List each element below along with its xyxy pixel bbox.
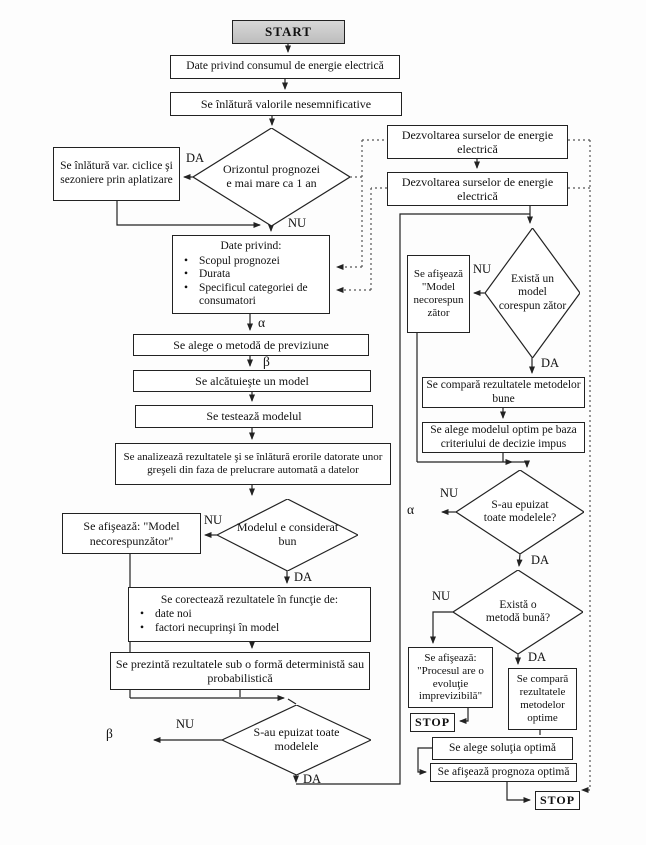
node-date-consum: Date privind consumul de energie electri… [170, 55, 400, 79]
decision-epuizat-right: S-au epuizat toate modelele? [456, 470, 584, 554]
node-dezvoltare-2: Dezvoltarea surselor de energie electric… [387, 172, 568, 206]
node-date-privind-title: Date privind: [220, 240, 282, 253]
label-da-epuizat-right: DA [531, 553, 550, 567]
label-beta-out: β [106, 726, 113, 741]
node-alege-optim: Se alege modelul optim pe baza criteriul… [422, 422, 585, 453]
node-alege-metoda: Se alege o metodă de previziune [133, 334, 369, 356]
label-nu-model-bun: NU [204, 513, 223, 527]
bullet-icon: • [184, 254, 189, 267]
decision-orizont: Orizontul prognozei e mai mare ca 1 an [193, 128, 350, 226]
node-compara-bune: Se compară rezultatele metodelor bune [422, 377, 585, 408]
bullet-icon: • [140, 608, 145, 621]
node-afiseaza-prognoza: Se afişează prognoza optimă [430, 763, 577, 782]
node-analizeaza: Se analizează rezultatele şi se înlătură… [115, 443, 391, 485]
node-dezvoltare-1: Dezvoltarea surselor de energie electric… [387, 125, 568, 159]
label-nu-epuizat-right: NU [440, 486, 459, 500]
label-nu-exista-model: NU [473, 262, 492, 276]
decision-exista-metoda: Există o metodă bună? [453, 570, 583, 654]
node-corecteaza-title: Se corectează rezultatele în funcţie de: [160, 593, 339, 606]
bullet-icon: • [140, 621, 145, 634]
label-nu-orizont: NU [288, 216, 307, 230]
node-proces-imprevizibil: Se afişează: "Procesul are o evoluţie im… [408, 647, 493, 708]
label-da-orizont: DA [186, 151, 205, 165]
label-da-exista-metoda: DA [528, 650, 547, 664]
bullet-icon: • [184, 281, 189, 294]
node-alege-solutia: Se alege soluţia optimă [432, 737, 573, 760]
node-stop-2: STOP [535, 791, 580, 810]
node-alcatuieste-model: Se alcătuieşte un model [133, 370, 371, 392]
label-beta-in: β [263, 354, 270, 369]
node-prezinta: Se prezintă rezultatele sub o formă dete… [110, 652, 370, 690]
label-da-model-bun: DA [294, 570, 313, 584]
bullet-icon: • [184, 268, 189, 281]
node-inlatura-var: Se înlătură var. ciclice şi sezoniere pr… [53, 147, 180, 201]
list-item: •Scopul prognozei [184, 254, 280, 267]
node-date-privind: Date privind: •Scopul prognozei •Durata … [172, 235, 330, 314]
label-nu-exista-metoda: NU [432, 589, 451, 603]
node-afiseaza-model-nec-left: Se afişează: "Model necorespunzător" [62, 513, 201, 554]
label-da-exista-model: DA [541, 356, 560, 370]
list-item: •date noi [140, 608, 192, 621]
node-afiseaza-model-nec-right: Se afişează "Model necorespun zător [407, 255, 470, 333]
node-start: START [232, 20, 345, 44]
label-alpha-out: α [407, 502, 415, 517]
decision-model-bun: Modelul e considerat bun [217, 499, 358, 571]
node-corecteaza: Se corectează rezultatele în funcţie de:… [128, 587, 371, 642]
node-compara-optime: Se compară rezultatele metodelor optime [508, 668, 577, 730]
label-nu-epuizat-left: NU [176, 717, 195, 731]
node-inlatura-valori: Se înlătură valorile nesemnificative [170, 92, 402, 116]
label-alpha-in: α [258, 315, 266, 330]
node-testeaza-model: Se testează modelul [135, 405, 373, 428]
label-da-epuizat-left: DA [303, 772, 322, 786]
list-item: •factori necuprinşi în model [140, 621, 280, 634]
decision-exista-model: Există un model corespun zător [485, 228, 580, 358]
list-item: •Durata [184, 268, 231, 281]
decision-epuizat-left: S-au epuizat toate modelele [222, 705, 371, 775]
node-stop-1: STOP [410, 713, 455, 732]
list-item: •Specificul categoriei de consumatori [184, 281, 308, 308]
